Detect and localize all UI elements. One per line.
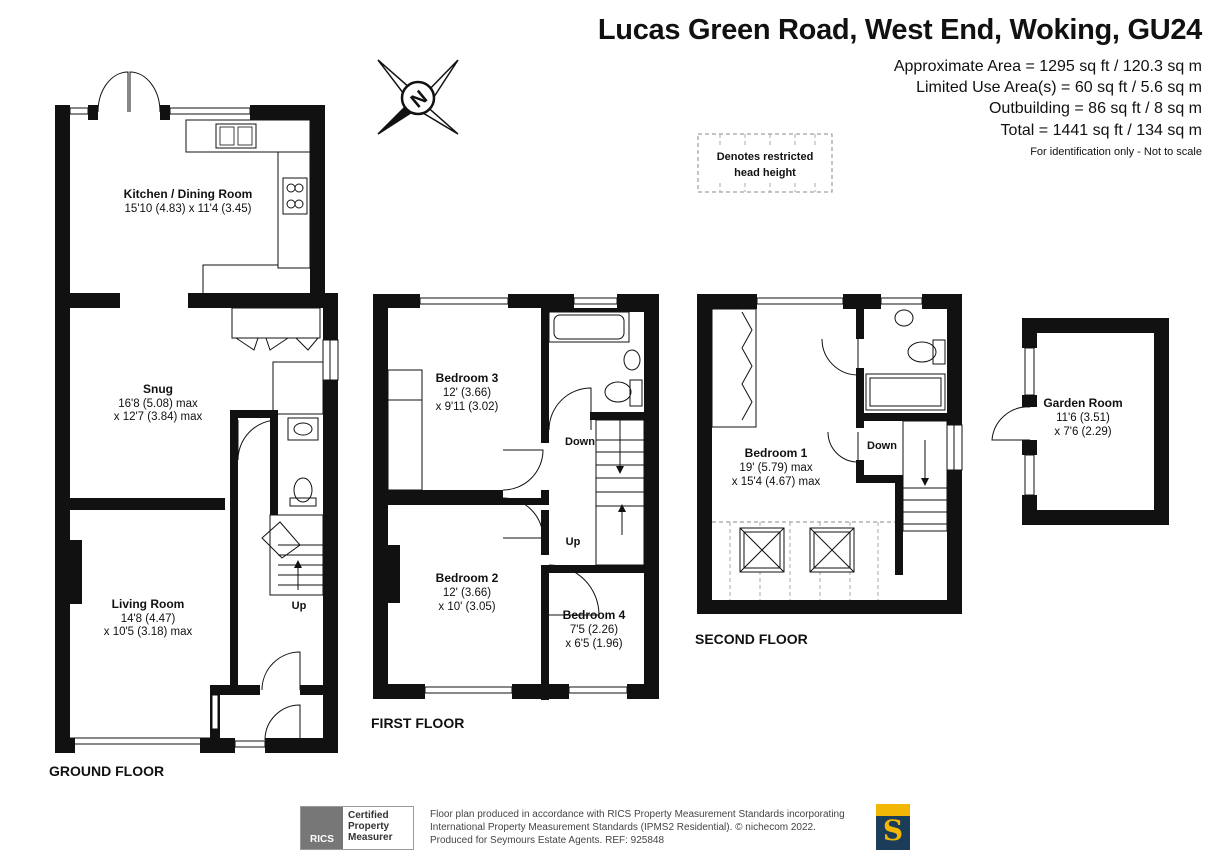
legend-text-1: Denotes restricted [717, 151, 814, 163]
room-bedroom4-name: Bedroom 4 [563, 608, 626, 622]
room-bedroom1-dim2: x 15'4 (4.67) max [732, 476, 821, 488]
first-floor-plan [373, 294, 659, 700]
room-bedroom3-dim2: x 9'11 (3.02) [436, 401, 499, 413]
room-snug-dim2: x 12'7 (3.84) max [114, 411, 203, 423]
room-bedroom4-dim1: 7'5 (2.26) [570, 624, 618, 636]
restricted-height-legend: Denotes restricted head height [697, 133, 833, 193]
room-garden-dim2: x 7'6 (2.29) [1054, 426, 1111, 438]
area-outbuilding: Outbuilding = 86 sq ft / 8 sq m [988, 100, 1202, 117]
area-total: Total = 1441 sq ft / 134 sq m [1000, 122, 1202, 139]
room-living-name: Living Room [112, 597, 185, 611]
footer-line-3: Produced for Seymours Estate Agents. REF… [430, 835, 665, 846]
ground-floor-label: GROUND FLOOR [49, 763, 165, 779]
first-stair-down-label: Down [565, 436, 595, 448]
ground-stair-up-label: Up [292, 600, 307, 612]
room-kitchen-dim: 15'10 (4.83) x 11'4 (3.45) [125, 203, 252, 215]
room-garden-name: Garden Room [1043, 396, 1122, 410]
page-title: Lucas Green Road, West End, Woking, GU24 [597, 14, 1202, 46]
brand-letter: S [882, 814, 904, 847]
room-kitchen-name: Kitchen / Dining Room [124, 187, 253, 201]
badge-line-2: Property [348, 821, 390, 832]
scale-note: For identification only - Not to scale [1030, 146, 1202, 158]
room-bedroom2-name: Bedroom 2 [436, 571, 499, 585]
footer-line-2: International Property Measurement Stand… [430, 822, 816, 833]
rics-badge: RICS Certified Property Measurer [300, 806, 414, 850]
room-bedroom4-dim2: x 6'5 (1.96) [565, 638, 622, 650]
brand-logo-icon: S [876, 804, 910, 850]
room-bedroom2-dim2: x 10' (3.05) [438, 601, 495, 613]
room-bedroom2-dim1: 12' (3.66) [443, 587, 491, 599]
room-bedroom3-dim1: 12' (3.66) [443, 387, 491, 399]
room-bedroom1-dim1: 19' (5.79) max [739, 462, 812, 474]
room-living-dim2: x 10'5 (3.18) max [104, 626, 193, 638]
room-bedroom1-name: Bedroom 1 [745, 446, 808, 460]
room-living-dim1: 14'8 (4.47) [121, 613, 176, 625]
area-limited-use: Limited Use Area(s) = 60 sq ft / 5.6 sq … [916, 79, 1202, 96]
garden-room-plan [991, 318, 1169, 525]
footer-text: Floor plan produced in accordance with R… [430, 808, 870, 847]
room-garden-dim1: 11'6 (3.51) [1056, 412, 1110, 424]
second-floor-plan [697, 294, 963, 614]
second-floor-label: SECOND FLOOR [695, 631, 808, 647]
room-snug-dim1: 16'8 (5.08) max [118, 398, 198, 410]
first-stair-up-label: Up [566, 536, 581, 548]
badge-line-3: Measurer [348, 832, 393, 843]
room-snug-name: Snug [143, 382, 173, 396]
compass-icon: N [377, 59, 459, 135]
rics-badge-text: Certified Property Measurer [343, 807, 397, 849]
legend-text-2: head height [734, 167, 796, 179]
footer-line-1: Floor plan produced in accordance with R… [430, 809, 845, 820]
second-stair-down-label: Down [867, 440, 897, 452]
ground-floor-plan [55, 71, 339, 753]
badge-line-1: Certified [348, 810, 389, 821]
room-bedroom3-name: Bedroom 3 [436, 371, 499, 385]
rics-logo-icon: RICS [301, 807, 343, 849]
area-approximate: Approximate Area = 1295 sq ft / 120.3 sq… [893, 58, 1202, 75]
first-floor-label: FIRST FLOOR [371, 715, 465, 731]
